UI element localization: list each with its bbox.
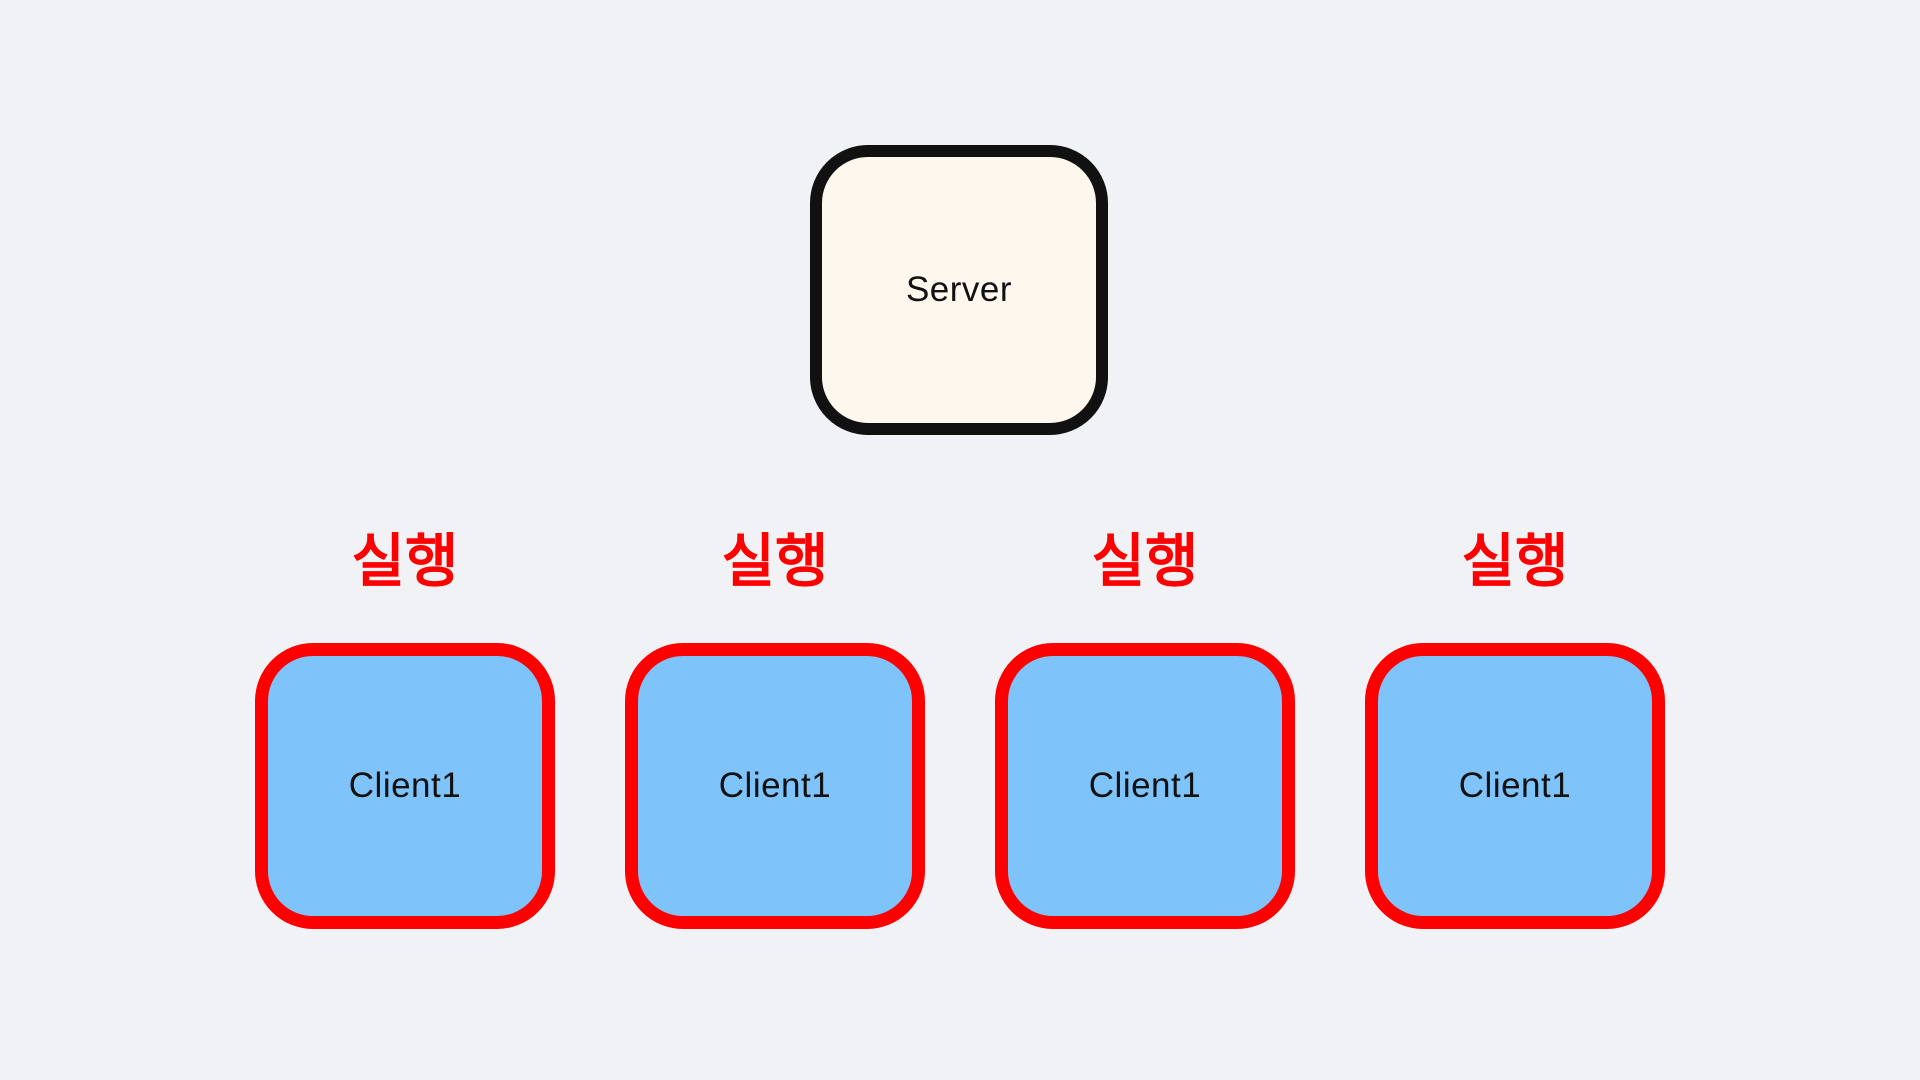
client-label-3: Client1 — [1088, 766, 1202, 805]
client-column-1: 실행 Client1 — [255, 526, 555, 929]
client-node-2: Client1 — [625, 643, 925, 929]
client-label-4: Client1 — [1458, 766, 1572, 805]
client-node-1: Client1 — [255, 643, 555, 929]
client-column-3: 실행 Client1 — [995, 526, 1295, 929]
run-label-3: 실행 — [1091, 529, 1199, 594]
client-label-1: Client1 — [348, 766, 462, 805]
client-node-3: Client1 — [995, 643, 1295, 929]
run-label-4: 실행 — [1461, 529, 1569, 594]
server-label: Server — [905, 270, 1013, 309]
server-node: Server — [810, 145, 1108, 435]
client-column-4: 실행 Client1 — [1365, 526, 1665, 929]
client-label-2: Client1 — [718, 766, 832, 805]
run-label-1: 실행 — [351, 529, 459, 594]
client-node-4: Client1 — [1365, 643, 1665, 929]
clients-row: 실행 Client1 실행 Client1 실행 Client1 실행 Clie… — [0, 526, 1920, 929]
run-label-2: 실행 — [721, 529, 829, 594]
client-column-2: 실행 Client1 — [625, 526, 925, 929]
